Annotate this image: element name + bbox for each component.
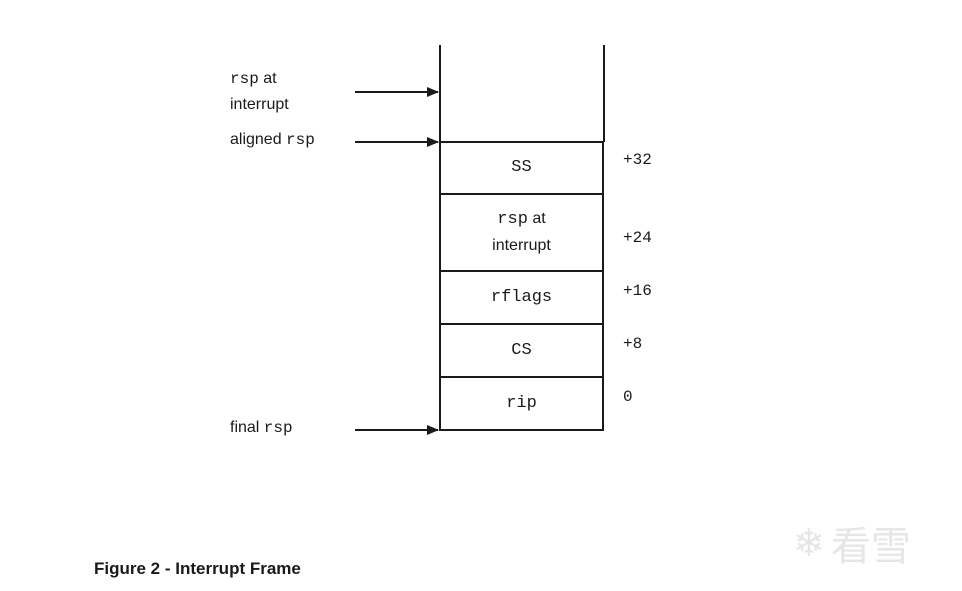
stack-cell-cs: CS (439, 323, 604, 378)
final-rsp-mono: rsp (263, 419, 293, 437)
stack-cell-rsp-line2: interrupt (492, 237, 551, 254)
rsp-at-interrupt-line2: interrupt (230, 96, 289, 113)
watermark: ❄ 看雪 (793, 514, 911, 572)
stack-cell-rip: rip (439, 376, 604, 431)
rsp-at-interrupt-text: at (258, 70, 277, 87)
offset-rflags: +16 (623, 282, 652, 300)
offset-ss: +32 (623, 151, 652, 169)
aligned-rsp-text: aligned (230, 131, 287, 148)
final-rsp-text: final (230, 419, 264, 436)
offset-rip: 0 (623, 388, 633, 406)
final-rsp-label: final rsp (230, 415, 293, 441)
stack-cell-rflags-label: rflags (490, 287, 553, 307)
stack-cell-rip-label: rip (506, 393, 537, 413)
stack-cell-ss-label: SS (511, 158, 532, 177)
offset-cs: +8 (623, 335, 643, 353)
figure-caption: Figure 2 - Interrupt Frame (94, 559, 301, 578)
watermark-text: 看雪 (830, 525, 911, 569)
stack-cell-ss: SS (439, 141, 604, 195)
stack-cell-rsp-text: at (527, 210, 546, 227)
stack-cell-cs-label: CS (511, 340, 532, 360)
stack-cell-rsp-mono: rsp (497, 210, 528, 229)
rsp-at-interrupt-label: rsp at interrupt (230, 66, 289, 118)
offset-rsp: +24 (623, 229, 652, 247)
aligned-rsp-label: aligned rsp (230, 127, 315, 153)
snowflake-icon: ❄ (793, 522, 825, 565)
rsp-at-interrupt-mono: rsp (230, 70, 259, 88)
stack-cell-rsp-at-interrupt: rsp at interrupt (439, 193, 604, 272)
aligned-rsp-mono: rsp (286, 131, 315, 149)
stack-cell-rflags: rflags (439, 270, 604, 325)
